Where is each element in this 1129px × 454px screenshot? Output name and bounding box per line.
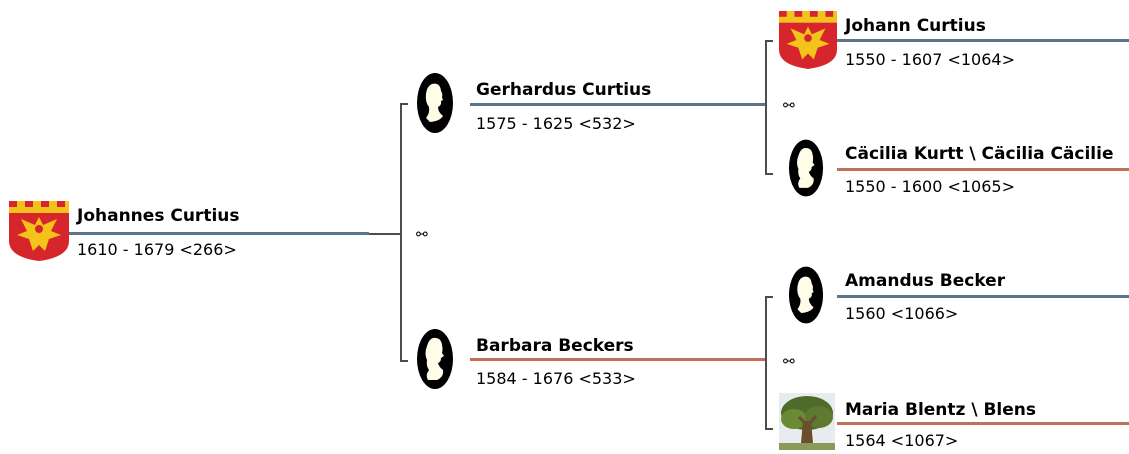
person-underline [837, 39, 1129, 42]
parents-bracket-p532 [765, 40, 773, 175]
parents-bracket-p266 [400, 103, 408, 362]
marriage-symbol: ⚯ [783, 98, 795, 114]
person-name: Cäcilia Kurtt \ Cäcilia Cäcilie [845, 144, 1114, 164]
person-name: Johann Curtius [845, 16, 986, 36]
coat-of-arms-icon [9, 201, 69, 261]
parents-bracket-p533 [765, 296, 773, 430]
person-underline [470, 358, 765, 361]
person-underline [837, 422, 1129, 425]
connector-p266 [368, 233, 400, 235]
male-silhouette-icon [788, 265, 824, 325]
person-dates: 1575 - 1625 <532> [476, 114, 636, 133]
person-name: Barbara Beckers [476, 336, 634, 356]
female-silhouette-icon [416, 328, 454, 390]
person-underline [69, 232, 369, 235]
person-underline [837, 168, 1129, 171]
coat-of-arms-icon [779, 10, 837, 70]
female-silhouette-icon [788, 138, 824, 198]
marriage-symbol: ⚯ [783, 354, 795, 370]
male-silhouette-icon [416, 72, 454, 134]
person-dates: 1550 - 1600 <1065> [845, 177, 1015, 196]
person-name: Gerhardus Curtius [476, 80, 652, 100]
tree-photo-icon [779, 393, 835, 450]
person-dates: 1610 - 1679 <266> [77, 240, 237, 259]
person-name: Johannes Curtius [77, 206, 240, 226]
marriage-symbol: ⚯ [416, 227, 428, 243]
person-underline [837, 295, 1129, 298]
person-name: Maria Blentz \ Blens [845, 400, 1037, 420]
person-dates: 1550 - 1607 <1064> [845, 50, 1015, 69]
person-underline [470, 103, 765, 106]
person-dates: 1564 <1067> [845, 431, 959, 450]
person-dates: 1560 <1066> [845, 304, 959, 323]
person-name: Amandus Becker [845, 271, 1006, 291]
person-dates: 1584 - 1676 <533> [476, 369, 636, 388]
